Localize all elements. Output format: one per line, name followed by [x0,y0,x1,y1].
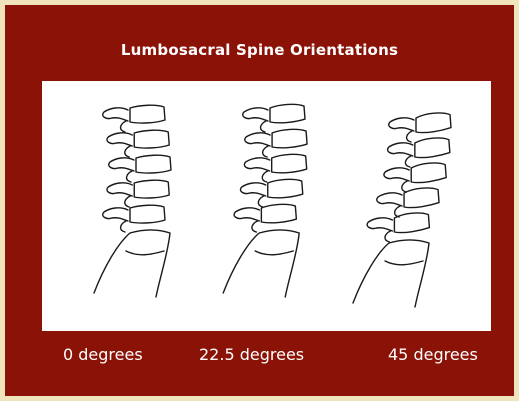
posterior-process [244,158,269,171]
spine-0-degrees [94,105,171,297]
vertebral-body [268,179,303,198]
vertebral-body [270,104,305,123]
sacrum [223,230,299,297]
vertebral-body [272,154,307,173]
diagram-panel: Lumbosacral Spine Orientations 0 degrees… [5,5,514,396]
vertebral-body [272,129,307,148]
facet-joint [402,181,407,192]
facet-joint [263,146,268,157]
caption-22-5-degrees: 22.5 degrees [199,345,304,364]
facet-joint [121,121,126,132]
sacral-line [126,251,164,255]
spine-45-degrees [353,113,451,307]
posterior-process [384,168,409,181]
vertebral-body [136,155,171,173]
posterior-process [245,133,270,146]
facet-joint [258,196,263,207]
caption-0-degrees: 0 degrees [63,345,143,364]
vertebral-body [394,213,429,233]
sacrum [94,230,170,297]
facet-joint [125,196,130,207]
posterior-process [107,133,132,146]
sacral-line [385,261,423,265]
facet-joint [261,121,266,132]
facet-joint [252,221,257,232]
posterior-process [367,218,392,231]
caption-45-degrees: 45 degrees [388,345,478,364]
vertebral-body [411,163,446,183]
diagram-title: Lumbosacral Spine Orientations [5,41,514,59]
posterior-process [243,108,268,121]
posterior-process [388,143,413,156]
posterior-process [234,208,259,221]
vertebral-body [415,138,450,158]
facet-joint [127,171,132,182]
facet-joint [262,171,267,182]
vertebral-body [134,180,169,198]
vertebral-body [134,130,169,148]
vertebral-body [130,105,165,123]
posterior-process [103,208,128,221]
sacrum [353,240,429,307]
vertebral-body [130,205,165,223]
facet-joint [407,131,412,142]
spine-illustration-area [42,81,491,331]
vertebral-body [261,204,296,223]
facet-joint [125,146,130,157]
spine-drawings [42,81,491,331]
vertebral-body [416,113,451,133]
posterior-process [389,118,414,131]
facet-joint [405,156,410,167]
posterior-process [377,193,402,206]
vertebral-body [404,188,439,208]
posterior-process [240,183,265,196]
posterior-process [107,183,132,196]
facet-joint [121,221,126,232]
posterior-process [103,108,128,121]
sacral-line [255,251,293,255]
posterior-process [109,158,134,171]
spine-22-5-degrees [223,104,307,297]
facet-joint [385,231,390,242]
